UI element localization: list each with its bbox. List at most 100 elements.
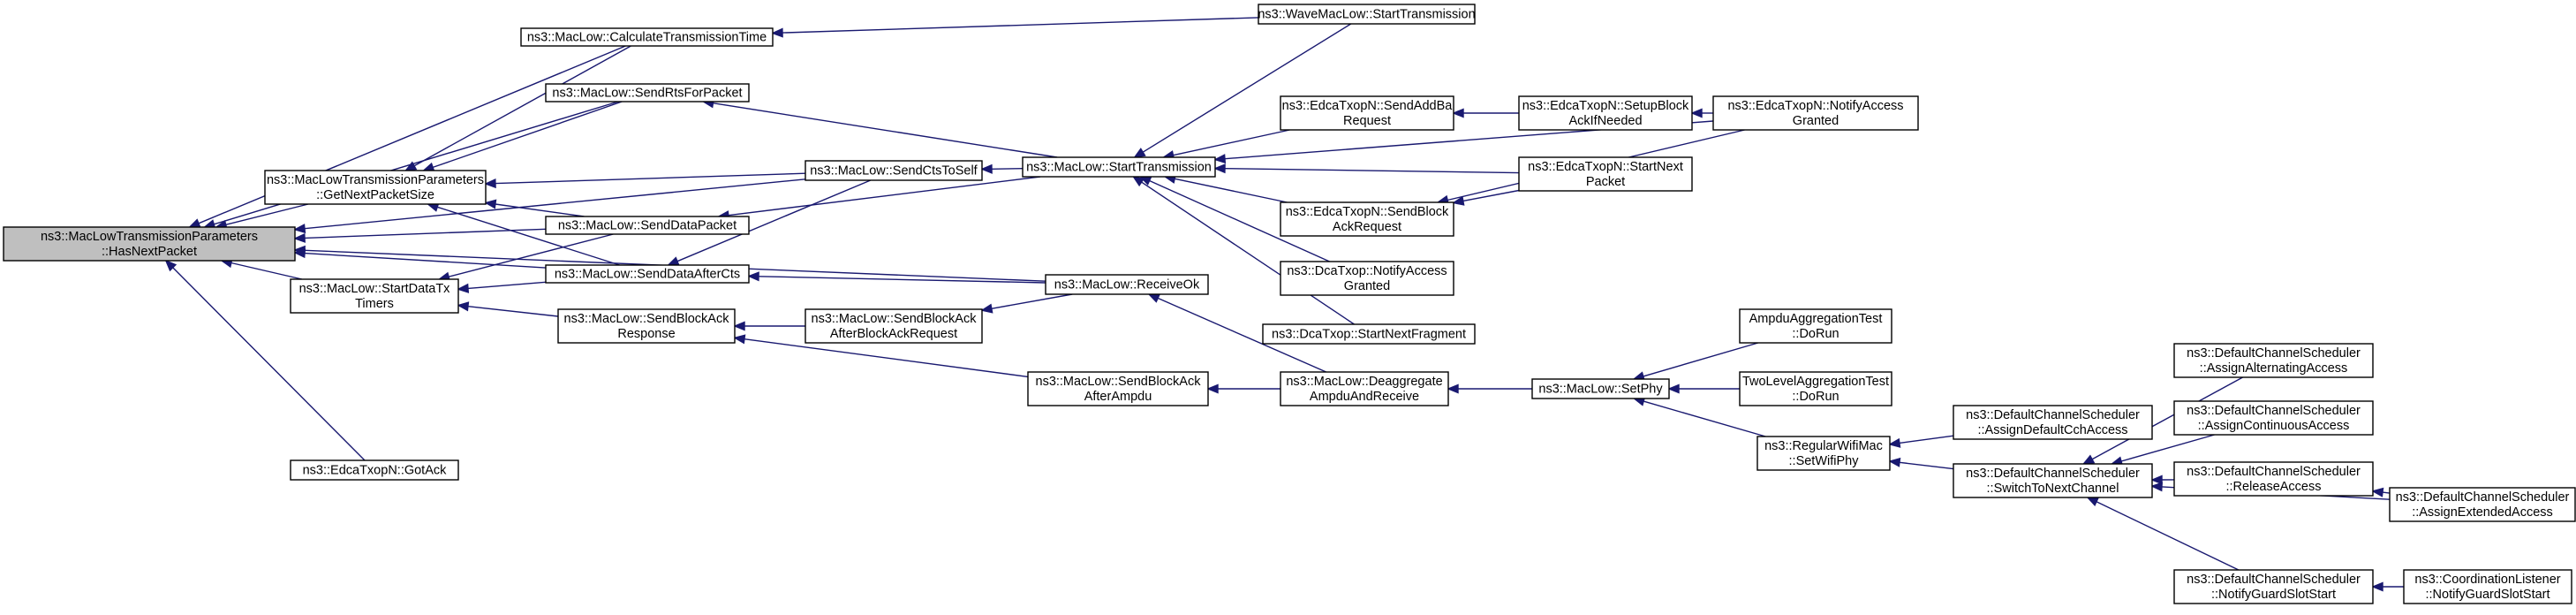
node-label: ::HasNextPacket: [102, 245, 197, 259]
call-edge-gotack-to-root: [164, 259, 366, 461]
graph-node-sdp[interactable]: ns3::MacLow::SendDataPacket: [545, 216, 750, 235]
graph-node-dcsnf[interactable]: ns3::DcaTxop::StartNextFragment: [1262, 323, 1476, 345]
graph-node-rwsp[interactable]: ns3::RegularWifiMac::SetWifiPhy: [1756, 436, 1891, 471]
call-edge-sdp-to-root: [293, 228, 547, 243]
node-label: ns3::CoordinationListener: [2414, 573, 2560, 587]
call-edge-clngss-to-ngss: [2371, 581, 2404, 592]
edge-arrowhead: [733, 334, 746, 345]
node-box: [1022, 156, 1216, 178]
graph-node-ngss[interactable]: ns3::DefaultChannelScheduler::NotifyGuar…: [2173, 569, 2374, 604]
edge-line: [432, 101, 623, 169]
edge-arrowhead: [293, 224, 306, 234]
node-label: ns3::MacLow::SendBlockAck: [564, 312, 730, 326]
graph-node-st[interactable]: ns3::MacLow::StartTransmission: [1022, 156, 1216, 178]
graph-node-clngss[interactable]: ns3::CoordinationListener::NotifyGuardSl…: [2403, 569, 2572, 604]
graph-node-gnps[interactable]: ns3::MacLowTransmissionParameters::GetNe…: [264, 170, 487, 205]
edge-arrowhead: [1452, 195, 1465, 206]
node-box: [1045, 274, 1209, 295]
graph-node-aaa[interactable]: ns3::DefaultChannelScheduler::AssignAlte…: [2173, 343, 2374, 378]
graph-node-sdac[interactable]: ns3::MacLow::SendDataAfterCts: [545, 264, 750, 284]
edge-arrowhead: [484, 178, 496, 189]
node-box: [1739, 371, 1892, 406]
graph-node-aca[interactable]: ns3::DefaultChannelScheduler::AssignCont…: [2173, 400, 2374, 436]
node-label: ns3::MacLow::SendBlockAck: [1036, 375, 1202, 389]
call-edge-aea-to-ra: [2371, 487, 2391, 497]
edge-arrowhead: [2150, 482, 2163, 492]
graph-node-ctt[interactable]: ns3::MacLow::CalculateTransmissionTime: [520, 27, 774, 47]
call-edge-sbaabar-to-sbar: [733, 321, 805, 331]
graph-node-stnc[interactable]: ns3::DefaultChannelScheduler::SwitchToNe…: [1953, 463, 2153, 498]
call-edge-scts-to-root: [293, 178, 806, 234]
graph-node-ra[interactable]: ns3::DefaultChannelScheduler::ReleaseAcc…: [2173, 461, 2374, 497]
graph-node-srfp[interactable]: ns3::MacLow::SendRtsForPacket: [545, 83, 750, 102]
graph-node-rok[interactable]: ns3::MacLow::ReceiveOk: [1045, 274, 1209, 295]
edge-arrowhead: [293, 232, 306, 243]
edge-arrowhead: [1133, 148, 1146, 158]
graph-node-sphy[interactable]: ns3::MacLow::SetPhy: [1531, 378, 1670, 399]
graph-node-tlat[interactable]: TwoLevelAggregationTest::DoRun: [1739, 371, 1892, 406]
node-label: ns3::EdcaTxopN::StartNext: [1528, 160, 1683, 174]
call-edge-ngss-to-stnc: [2086, 497, 2240, 571]
graph-node-aat[interactable]: AmpduAggregationTest::DoRun: [1739, 308, 1892, 344]
node-label: ns3::DefaultChannelScheduler: [2187, 465, 2361, 479]
graph-node-scts[interactable]: ns3::MacLow::SendCtsToSelf: [805, 160, 983, 181]
node-label: ns3::RegularWifiMac: [1764, 439, 1883, 453]
edge-arrowhead: [484, 199, 497, 209]
graph-node-aea[interactable]: ns3::DefaultChannelScheduler::AssignExte…: [2389, 487, 2576, 522]
edge-line: [495, 203, 585, 217]
graph-node-gotack[interactable]: ns3::EdcaTxopN::GotAck: [290, 459, 459, 481]
call-edge-wmst-to-ctt: [771, 17, 1259, 38]
node-box: [1258, 4, 1476, 25]
node-label: AckIfNeeded: [1568, 114, 1642, 128]
edge-line: [1899, 461, 1954, 470]
edge-arrowhead: [747, 271, 759, 282]
edge-arrowhead: [1690, 108, 1703, 118]
call-edge-sbaaa-to-sbar: [733, 334, 1029, 378]
node-label: ::AssignAlternatingAccess: [2200, 361, 2348, 376]
edge-arrowhead: [1667, 383, 1680, 394]
edge-arrowhead: [457, 283, 470, 293]
edge-line: [782, 17, 1259, 34]
node-box: [520, 27, 774, 47]
call-edge-scts-to-gnps: [484, 172, 806, 189]
node-label: AmpduAndReceive: [1310, 390, 1419, 404]
call-edge-st-to-scts: [980, 163, 1024, 174]
node-box: [1531, 378, 1670, 399]
edge-arrowhead: [2081, 454, 2096, 465]
graph-node-wmst[interactable]: ns3::WaveMacLow::StartTransmission: [1258, 4, 1476, 25]
edge-line: [230, 262, 303, 280]
edge-arrowhead: [1206, 383, 1219, 394]
call-edge-srfp-to-gnps: [421, 101, 623, 172]
edge-line: [1157, 297, 1326, 373]
edge-line: [728, 176, 1041, 216]
node-label: ns3::MacLowTransmissionParameters: [41, 230, 258, 244]
node-label: ns3::MacLow::ReceiveOk: [1054, 278, 1200, 292]
node-label: ns3::DefaultChannelScheduler: [2187, 573, 2361, 587]
edge-line: [991, 293, 1073, 309]
node-label: ns3::DcaTxop::StartNextFragment: [1272, 328, 1466, 342]
node-label: ns3::MacLow::StartDataTx: [299, 282, 451, 296]
edge-line: [467, 306, 559, 317]
node-label: Response: [617, 327, 675, 341]
graph-node-adca[interactable]: ns3::DefaultChannelScheduler::AssignDefa…: [1953, 405, 2153, 440]
node-box: [3, 226, 296, 262]
node-box: [1712, 95, 1919, 131]
node-label: ns3::EdcaTxopN::SetupBlock: [1522, 99, 1689, 113]
call-edge-sbareq-to-st: [1163, 174, 1288, 203]
graph-node-root[interactable]: ns3::MacLowTransmissionParameters::HasNe…: [3, 226, 296, 262]
node-label: ::DoRun: [1792, 327, 1839, 341]
node-label: ns3::MacLow::SendCtsToSelf: [810, 164, 978, 178]
graph-node-sbaabar[interactable]: ns3::MacLow::SendBlockAckAfterBlockAckRe…: [805, 308, 983, 344]
edge-line: [676, 179, 872, 262]
